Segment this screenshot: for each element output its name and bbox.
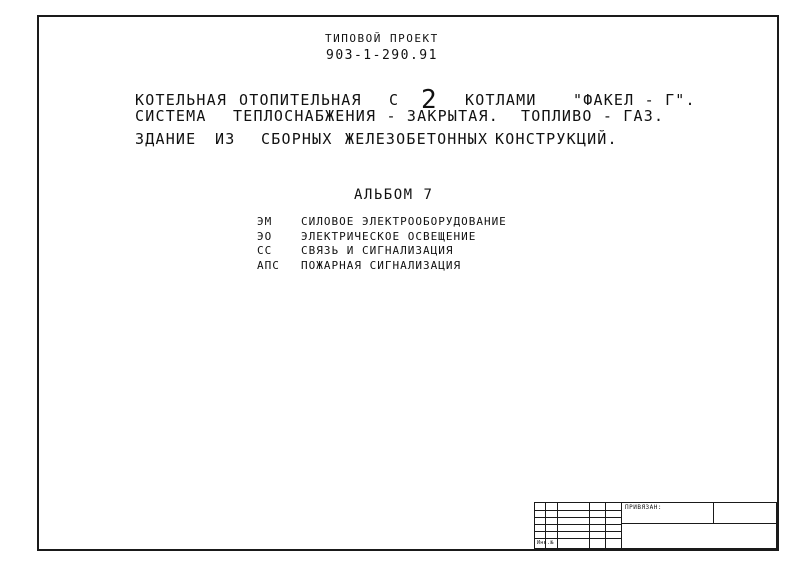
grid-line: [589, 503, 590, 548]
section-code: АПС: [257, 258, 280, 272]
title-line-2: СИСТЕМА ТЕПЛОСНАБЖЕНИЯ - ЗАКРЫТАЯ. ТОПЛИВО…: [135, 107, 664, 125]
grid-line: [535, 531, 621, 532]
title-block: ПРИВЯЗАН: Инв.№: [534, 502, 777, 549]
section-code: ЭО: [257, 229, 273, 243]
inventory-number-label: Инв.№: [537, 540, 554, 546]
project-type-label: ТИПОВОЙ ПРОЕКТ: [325, 32, 439, 45]
title-word: ЗДАНИЕ: [135, 130, 197, 148]
title-word: КОТЕЛЬНАЯ: [135, 91, 228, 109]
grid-line: [535, 524, 621, 525]
section-code: ЭМ: [257, 215, 273, 228]
title-word: "ФАКЕЛ - Г".: [573, 91, 696, 109]
grid-line: [545, 503, 546, 548]
grid-line: [621, 503, 622, 548]
section-description: ПОЖАРНАЯ СИГНАЛИЗАЦИЯ: [301, 258, 462, 272]
section-code: СС: [257, 244, 273, 257]
title-word: КОТЛАМИ: [465, 91, 537, 109]
grid-line: [535, 538, 621, 539]
title-word: ОТОПИТЕЛЬНАЯ: [239, 91, 362, 109]
title-word: СИСТЕМА: [135, 107, 207, 125]
title-word: КОНСТРУКЦИЙ.: [495, 130, 618, 148]
grid-line: [713, 503, 714, 523]
section-description: СИЛОВОЕ ЭЛЕКТРООБОРУДОВАНИЕ: [301, 215, 507, 228]
title-line-3: ЗДАНИЕ ИЗ СБОРНЫХ ЖЕЛЕЗОБЕТОННЫХ КОНСТРУКЦИЙ…: [135, 130, 618, 148]
privyazan-label: ПРИВЯЗАН:: [625, 504, 663, 511]
title-word: СБОРНЫХ: [261, 130, 333, 148]
project-number: 903-1-290.91: [326, 48, 438, 63]
section-description: ЭЛЕКТРИЧЕСКОЕ ОСВЕЩЕНИЕ: [301, 229, 477, 243]
title-boiler-count: 2: [421, 85, 438, 115]
title-line-1: КОТЕЛЬНАЯ ОТОПИТЕЛЬНАЯ С 2 КОТЛАМИ "ФАКЕЛ - Г…: [135, 82, 696, 115]
grid-line: [621, 523, 776, 524]
title-word: С: [389, 91, 400, 109]
title-word: ИЗ: [215, 130, 236, 148]
album-label: АЛЬБОМ 7: [354, 187, 434, 203]
title-block-grid: [535, 503, 622, 548]
title-word: ТЕПЛОСНАБЖЕНИЯ - ЗАКРЫТАЯ.: [233, 107, 499, 125]
drawing-frame: [37, 15, 779, 551]
grid-line: [557, 503, 558, 548]
grid-line: [535, 517, 621, 518]
title-word: ЖЕЛЕЗОБЕТОННЫХ: [345, 130, 489, 148]
section-description: СВЯЗЬ И СИГНАЛИЗАЦИЯ: [301, 244, 454, 257]
grid-line: [605, 503, 606, 548]
title-word: ТОПЛИВО - ГАЗ.: [521, 107, 665, 125]
grid-line: [535, 510, 621, 511]
